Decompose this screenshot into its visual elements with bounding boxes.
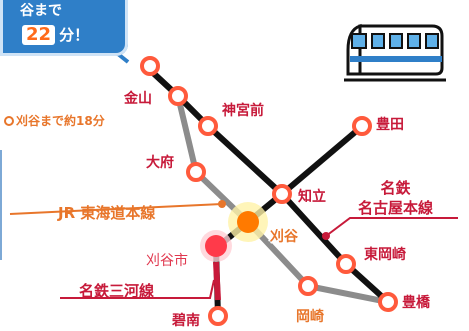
station-higashiokazaki-label: 東岡崎 [364, 247, 406, 263]
callout-unit: 分！ [59, 26, 90, 44]
nagoya-leader-dot [322, 232, 330, 240]
station-kanayama-label: 金山 [124, 91, 152, 107]
station-toyohashi-label: 豊橋 [402, 295, 430, 311]
station-chiryu-label: 知立 [298, 189, 326, 205]
toyota-branch-line [280, 125, 362, 197]
station-chiryu-marker [272, 184, 292, 204]
station-higashiokazaki-marker [336, 254, 356, 274]
station-toyota-marker [352, 116, 372, 136]
nagoya-label-leader [325, 217, 458, 237]
nagoya-line-label: 名鉄 名古屋本線 [358, 178, 433, 218]
station-okazaki-label: 岡崎 [296, 309, 324, 325]
jr-leader-dot [218, 200, 226, 208]
station-kariya-marker [237, 211, 259, 233]
clock-icon [4, 116, 14, 126]
station-hekinan-marker [208, 306, 228, 326]
station-toyota-label: 豊田 [376, 117, 404, 133]
station-kariya-label: 刈谷 [270, 229, 298, 245]
callout-minutes: 22 [22, 25, 56, 45]
mikawa-red-segment [213, 261, 221, 301]
station-okazaki-marker [298, 276, 318, 296]
station-hekinan-label: 碧南 [172, 313, 200, 329]
nagoya-line-label-2: 名古屋本線 [358, 199, 434, 217]
travel-note: 刈谷まで約18分 [4, 112, 105, 129]
nagoya-line-label-1: 名鉄 [380, 179, 411, 197]
station-obu-marker [186, 162, 206, 182]
travel-note-text: 刈谷まで約18分 [16, 114, 105, 128]
callout-line1: 谷まで [20, 3, 62, 19]
station-toyohashi-marker [378, 292, 398, 312]
station-jingumae-label: 神宮前 [222, 103, 264, 119]
station-kariyashi-label: 刈谷市 [146, 253, 188, 269]
station-kariyashi-marker [205, 235, 227, 257]
jr-line-label: JR 東海道本線 [58, 204, 156, 222]
mikawa-line-label: 名鉄三河線 [79, 282, 155, 300]
station-jingumae-marker [198, 116, 218, 136]
station-kanayama-marker [140, 56, 160, 76]
jr-label-leader [9, 203, 223, 215]
station-kanayama2-marker [168, 86, 188, 106]
mikawa-label-leader [60, 279, 215, 299]
station-obu-label: 大府 [146, 155, 174, 171]
train-icon [344, 23, 446, 82]
side-divider [0, 150, 2, 260]
